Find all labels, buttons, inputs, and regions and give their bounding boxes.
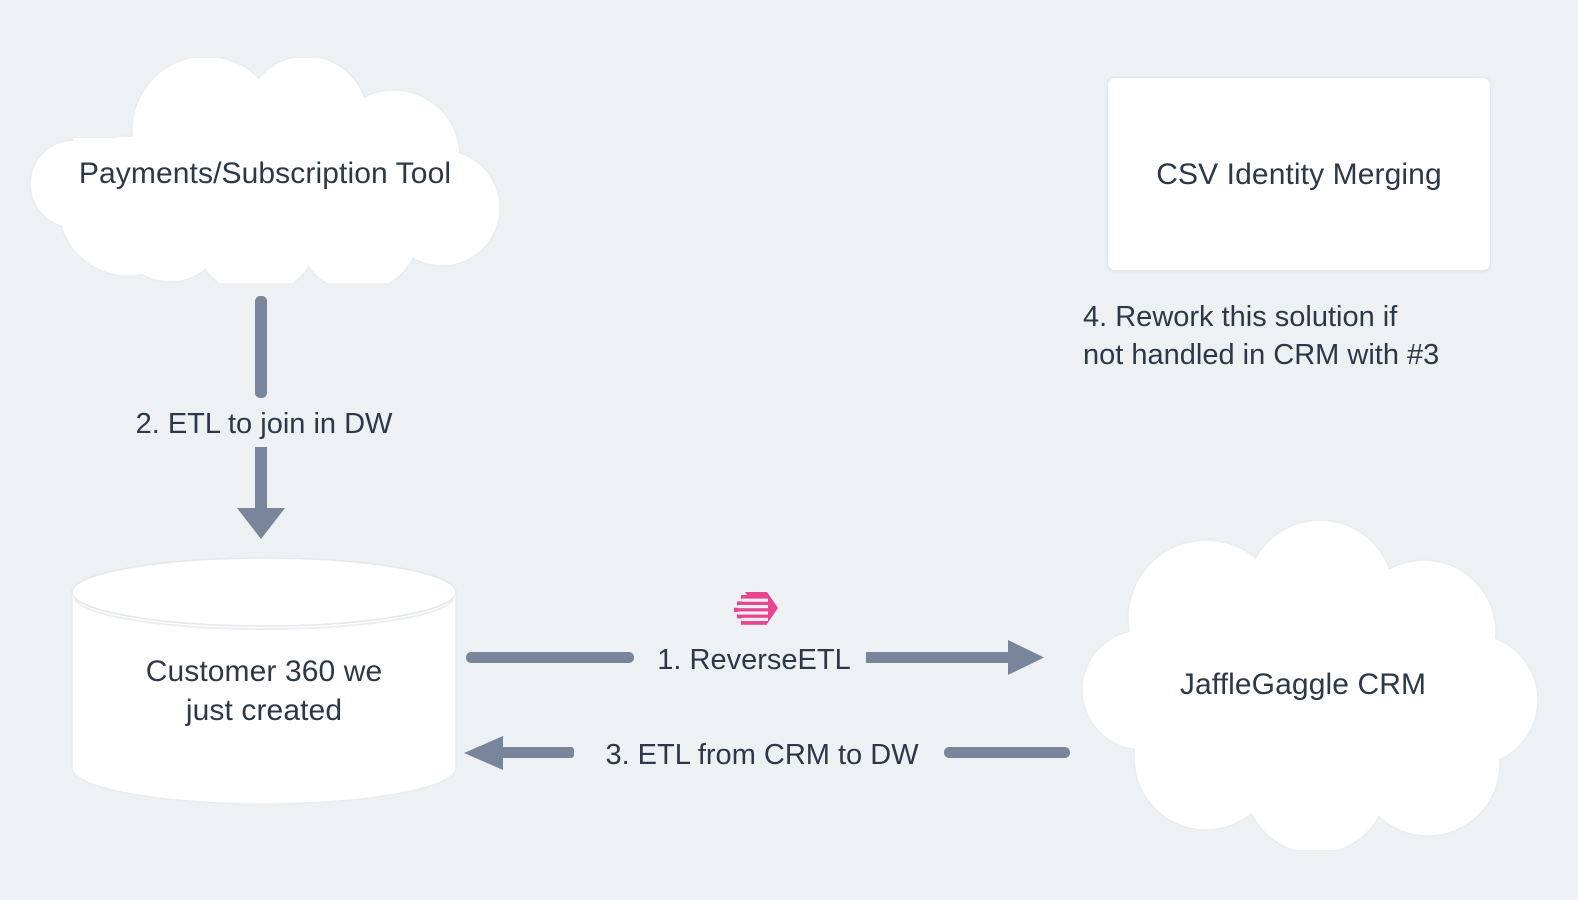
node-label-payments: Payments/Subscription Tool — [78, 157, 452, 190]
hightouch-logo-icon — [733, 586, 785, 630]
node-label-csv-identity-merging: CSV Identity Merging — [1156, 157, 1442, 191]
node-label-jafflegaggle-crm: JaffleGaggle CRM — [1179, 668, 1427, 701]
edge-label-etl-from-crm: 3. ETL from CRM to DW — [605, 739, 919, 771]
edge-label-reverse-etl: 1. ReverseETL — [657, 644, 851, 676]
node-customer-360-warehouse[interactable]: Customer 360 we just created — [70, 556, 458, 804]
node-jafflegaggle-crm[interactable]: JaffleGaggle CRM — [1058, 520, 1548, 850]
node-csv-identity-merging[interactable]: CSV Identity Merging — [1107, 77, 1491, 271]
node-payments-subscription-tool[interactable]: Payments/Subscription Tool — [10, 58, 520, 283]
node-label-customer-360: Customer 360 we just created — [145, 655, 383, 727]
annotation-rework-note: 4. Rework this solution if not handled i… — [1083, 301, 1440, 372]
edge-label-etl-to-dw: 2. ETL to join in DW — [135, 408, 393, 440]
